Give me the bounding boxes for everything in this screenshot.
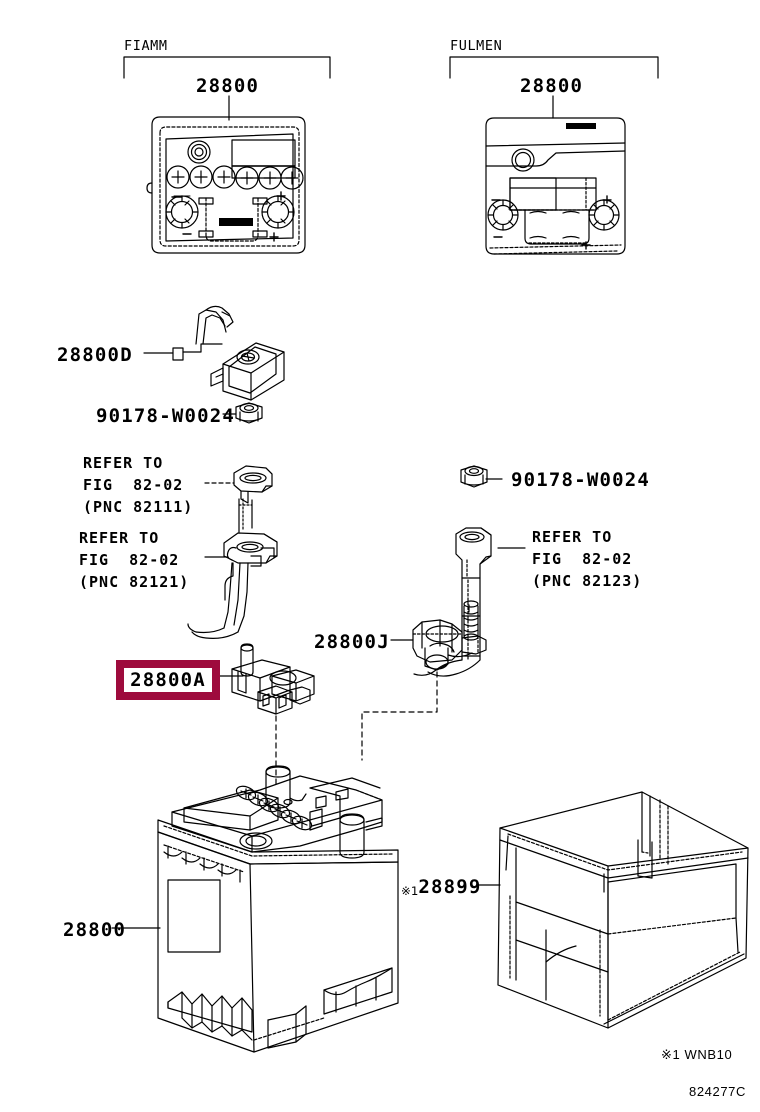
reference-mark-1: ※1 [401, 884, 419, 898]
group-label-fiamm: FIAMM [124, 38, 168, 54]
callout-28800j: 28800J [314, 631, 390, 653]
refer-block-pnc-82111: REFER TO FIG 82-02 (PNC 82111) [83, 452, 193, 519]
fulmen-battery-illustration [485, 117, 626, 255]
refer-line-3: (PNC 82121) [79, 573, 190, 592]
highlight-box-28800a[interactable]: 28800A [116, 660, 220, 700]
refer-line-1: REFER TO [532, 528, 613, 546]
group-label-fulmen: FULMEN [450, 38, 503, 54]
battery-sensor-illustration [143, 305, 285, 401]
refer-line-2: FIG 82-02 [532, 550, 633, 569]
refer-line-2: FIG 82-02 [79, 551, 180, 570]
refer-line-1: REFER TO [79, 529, 160, 547]
refer-line-2: FIG 82-02 [83, 476, 184, 495]
highlight-part-number: 28800A [130, 669, 206, 691]
refer-block-pnc-82121: REFER TO FIG 82-02 (PNC 82121) [79, 527, 189, 594]
fiamm-battery-illustration [146, 116, 306, 254]
callout-battery-cover: ※128899 [401, 875, 482, 900]
cable-assembly-right [413, 527, 526, 677]
footnote-wnb10: ※1 WNB10 [661, 1047, 733, 1062]
callout-battery: 28800 [63, 919, 127, 941]
refer-line-3: (PNC 82123) [532, 572, 643, 591]
callout-nut-right: 90178-W0024 [511, 469, 651, 491]
refer-block-pnc-82123: REFER TO FIG 82-02 (PNC 82123) [532, 526, 642, 593]
callout-28899-number: 28899 [418, 876, 482, 898]
callout-nut-left: 90178-W0024 [96, 405, 236, 427]
positive-terminal-clamp [215, 643, 315, 787]
refer-line-1: REFER TO [83, 454, 164, 472]
callout-28800d: 28800D [57, 344, 133, 366]
battery-illustration [111, 765, 399, 1053]
figure-code: 824277C [689, 1084, 746, 1099]
group-part-number-fulmen: 28800 [520, 75, 584, 97]
group-part-number-fiamm: 28800 [196, 75, 260, 97]
battery-cover-illustration [477, 791, 749, 1029]
cable-assembly-left [187, 465, 278, 639]
refer-line-3: (PNC 82111) [83, 498, 194, 517]
nut-right-illustration [460, 465, 503, 488]
